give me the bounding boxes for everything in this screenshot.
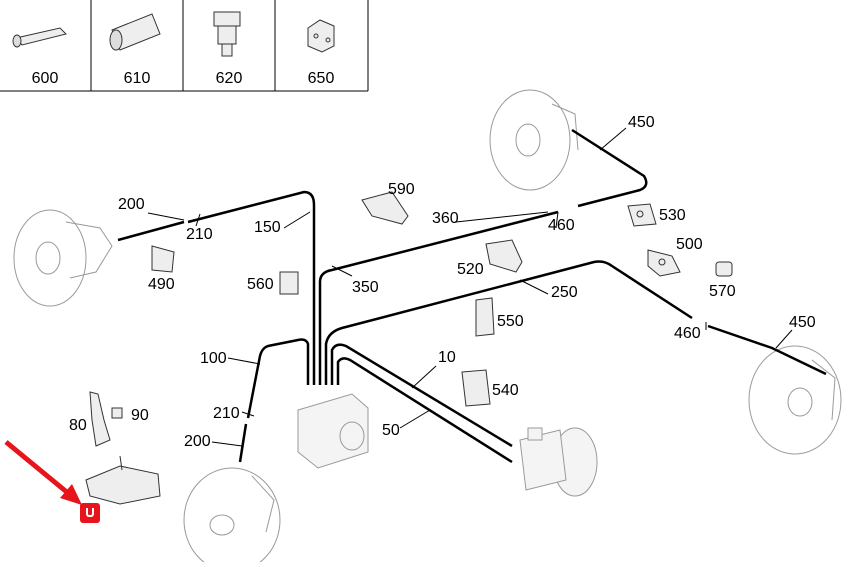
callout-360[interactable]: 360 (432, 210, 459, 227)
part-490-icon (151, 245, 175, 273)
callout-80[interactable]: 80 (69, 417, 87, 434)
line-50 (336, 357, 513, 464)
part-label-620: 620 (215, 70, 243, 87)
callout-450-top[interactable]: 450 (628, 114, 655, 131)
callout-540[interactable]: 540 (492, 382, 519, 399)
callout-590[interactable]: 590 (388, 181, 415, 198)
part-label-650: 650 (307, 70, 335, 87)
red-pointer-arrow (4, 440, 82, 505)
hotspot-glyph-icon (86, 508, 94, 517)
callout-200-bottom[interactable]: 200 (184, 433, 211, 450)
callout-550[interactable]: 550 (497, 313, 524, 330)
callout-520[interactable]: 520 (457, 261, 484, 278)
callout-50[interactable]: 50 (382, 422, 400, 439)
part-540-icon (461, 369, 491, 407)
callout-210-bottom[interactable]: 210 (213, 405, 240, 422)
master-cylinder-booster (519, 427, 598, 497)
part-610-icon (109, 13, 161, 51)
line-150 (187, 190, 316, 385)
leader-lines (147, 127, 793, 447)
part-590-icon (361, 191, 409, 225)
callout-350[interactable]: 350 (352, 279, 379, 296)
part-80-bracket-icon (89, 391, 111, 447)
part-label-610: 610 (123, 70, 151, 87)
part-650-icon (307, 19, 335, 53)
callout-100[interactable]: 100 (200, 350, 227, 367)
red-hotspot-marker[interactable] (80, 503, 100, 523)
line-10 (330, 343, 513, 448)
callout-210-left[interactable]: 210 (186, 226, 213, 243)
rear-right-brake-disc (748, 345, 842, 455)
callout-90[interactable]: 90 (131, 407, 149, 424)
front-left-brake-disc (13, 209, 113, 307)
callout-530[interactable]: 530 (659, 207, 686, 224)
sensor-bracket-icon (85, 455, 161, 505)
callout-500[interactable]: 500 (676, 236, 703, 253)
line-450-top (571, 128, 648, 208)
part-520-icon (485, 239, 523, 273)
line-100 (246, 338, 310, 419)
callout-10[interactable]: 10 (438, 349, 456, 366)
callout-570[interactable]: 570 (709, 283, 736, 300)
part-560-icon (279, 271, 299, 295)
line-200-left (117, 220, 185, 242)
line-450-right (707, 324, 827, 376)
line-250 (324, 260, 693, 385)
callout-460-right[interactable]: 460 (674, 325, 701, 342)
line-350 (318, 210, 559, 385)
parts-table (0, 0, 369, 92)
part-90-bolt-icon (111, 407, 123, 419)
callout-560[interactable]: 560 (247, 276, 274, 293)
part-620-icon (213, 11, 241, 57)
part-500-icon (647, 249, 681, 277)
callout-450-right[interactable]: 450 (789, 314, 816, 331)
callout-460-top[interactable]: 460 (548, 217, 575, 234)
callout-250[interactable]: 250 (551, 284, 578, 301)
part-570-icon (715, 261, 733, 277)
part-label-600: 600 (31, 70, 59, 87)
brake-lines (117, 128, 827, 464)
part-530-icon (627, 203, 657, 227)
part-550-icon (475, 297, 495, 337)
abs-hydraulic-unit (297, 393, 369, 469)
rear-left-brake-disc (183, 467, 281, 567)
callout-200-left[interactable]: 200 (118, 196, 145, 213)
front-right-brake-disc (489, 89, 579, 191)
callout-490[interactable]: 490 (148, 276, 175, 293)
callout-150[interactable]: 150 (254, 219, 281, 236)
line-200-bottom (238, 423, 248, 463)
part-600-icon (12, 27, 67, 48)
